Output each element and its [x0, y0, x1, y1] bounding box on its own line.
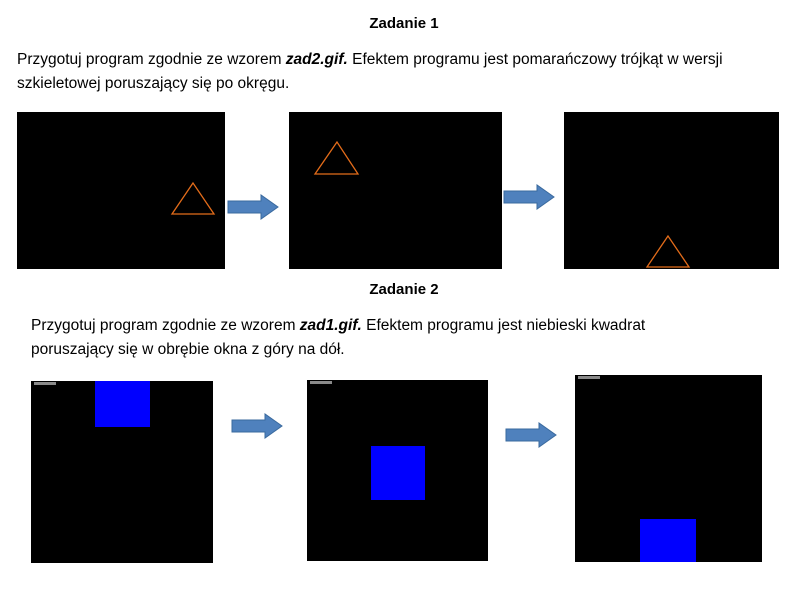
right-arrow-icon: [231, 413, 283, 439]
task1-text-before: Przygotuj program zgodnie ze wzorem: [17, 51, 286, 68]
triangle-shape-1: [170, 181, 216, 215]
task1-text-after: Efektem programu jest pomarańczowy trójk…: [347, 51, 723, 68]
task2-line2: poruszający się w obrębie okna z góry na…: [31, 341, 345, 358]
task1-line2: szkieletowej poruszający się po okręgu.: [17, 75, 290, 92]
task2-filename: zad1.gif.: [299, 317, 362, 334]
task2-title: Zadanie 2: [369, 281, 439, 298]
task2-line1: Przygotuj program zgodnie ze wzorem zad1…: [31, 314, 791, 338]
window-caption: [578, 376, 600, 379]
right-arrow-icon: [505, 422, 557, 448]
task1-description: Przygotuj program zgodnie ze wzorem zad2…: [17, 48, 797, 96]
task2-frame-1: [31, 381, 213, 563]
blue-square: [95, 381, 150, 427]
outline-triangle: [313, 140, 360, 175]
task2-frame-2: [307, 380, 488, 561]
triangle-shape-3: [645, 234, 691, 268]
task1-frame-1: [17, 112, 225, 269]
task1-frame-3: [564, 112, 779, 269]
window-caption: [34, 382, 56, 385]
blue-square: [371, 446, 425, 500]
task2-text-before: Przygotuj program zgodnie ze wzorem: [31, 317, 300, 334]
task1-line1: Przygotuj program zgodnie ze wzorem zad2…: [17, 48, 797, 72]
task1-filename: zad2.gif.: [285, 51, 348, 68]
task1-title: Zadanie 1: [369, 15, 439, 32]
window-caption: [310, 381, 332, 384]
triangle-shape-2: [313, 140, 360, 175]
right-arrow-icon: [227, 194, 279, 220]
task1-frame-2: [289, 112, 502, 269]
task2-text-after: Efektem programu jest niebieski kwadrat: [361, 317, 646, 334]
outline-triangle: [645, 234, 691, 268]
task2-description: Przygotuj program zgodnie ze wzorem zad1…: [31, 314, 791, 362]
task2-frame-3: [575, 375, 762, 562]
blue-square: [640, 519, 696, 562]
outline-triangle: [170, 181, 216, 215]
right-arrow-icon: [503, 184, 555, 210]
